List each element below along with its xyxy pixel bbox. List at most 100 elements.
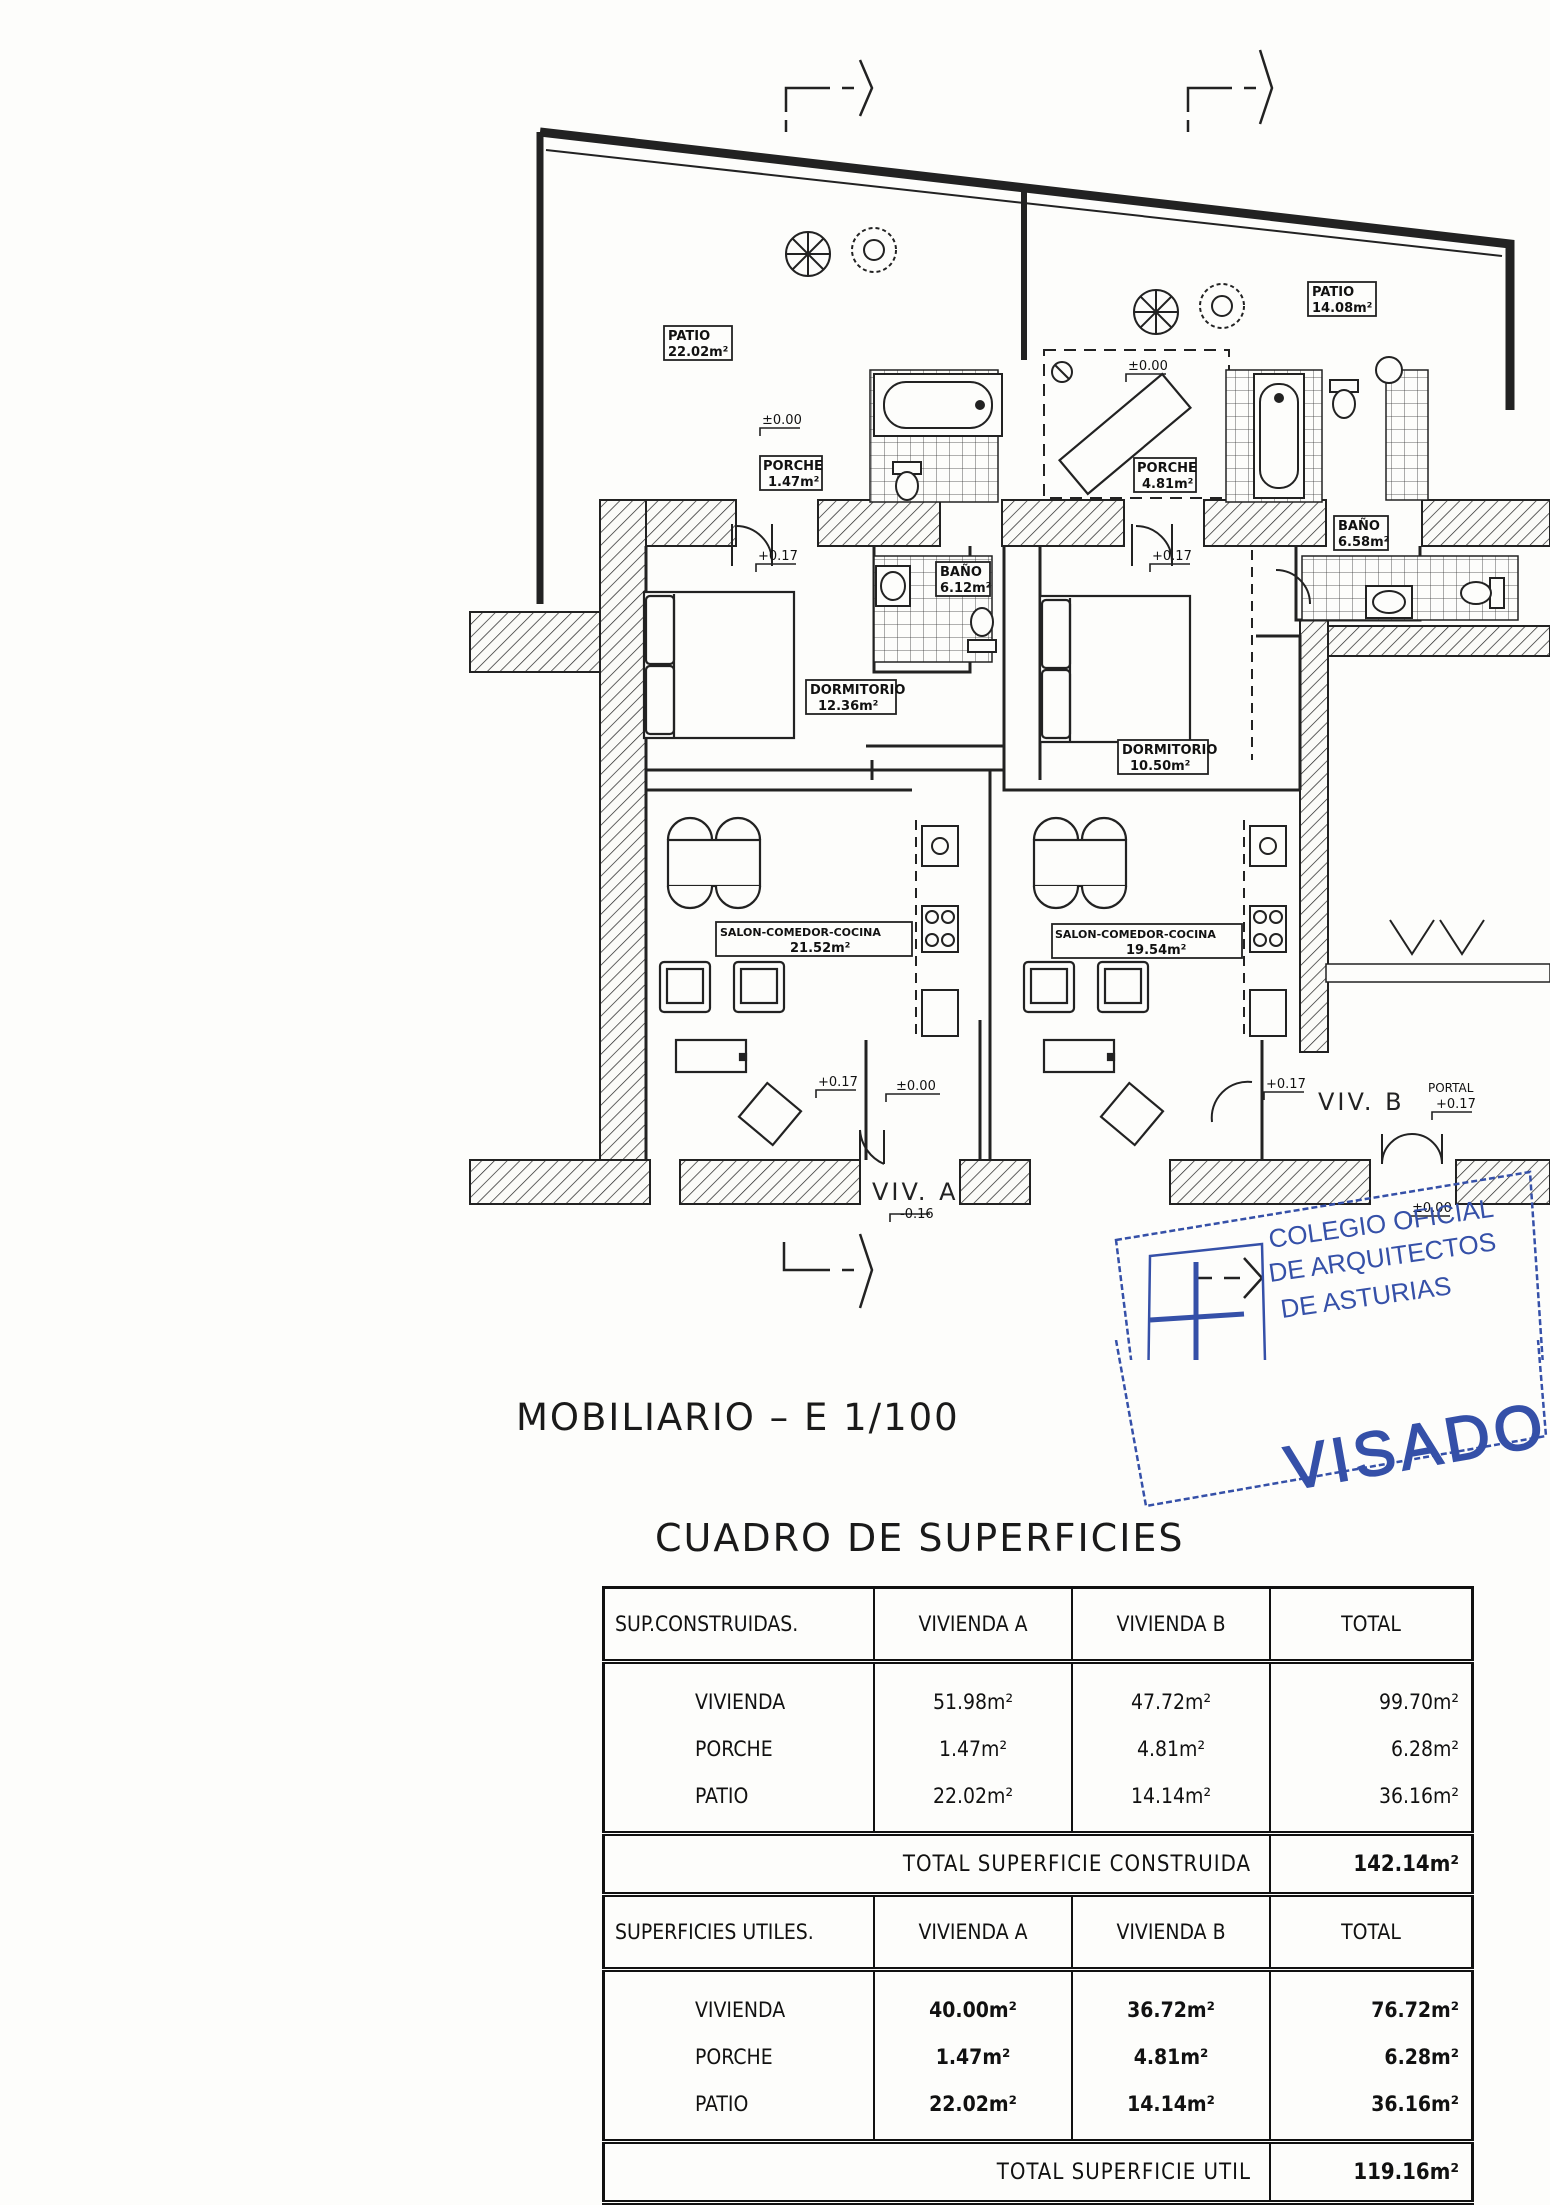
table-row: VIVIENDA 51.98m² 47.72m² 99.70m² — [602, 1661, 1474, 1725]
value-total: 99.70m² — [1269, 1661, 1474, 1725]
header-cell: TOTAL — [1269, 1893, 1474, 1972]
no-entry-icon — [1051, 361, 1073, 383]
svg-text:19.54m²: 19.54m² — [1126, 943, 1186, 958]
viv-b-label: VIV. B — [1318, 1088, 1405, 1116]
exterior-walls — [469, 499, 1550, 1205]
total-value: 142.14m² — [1269, 1833, 1474, 1897]
table-row: PATIO 22.02m² 14.14m² 36.16m² — [602, 1772, 1474, 1836]
svg-text:SALON-COMEDOR-COCINA: SALON-COMEDOR-COCINA — [720, 926, 881, 939]
svg-text:12.36m²: 12.36m² — [818, 699, 878, 714]
table-row: PATIO 22.02m² 14.14m² 36.16m² — [602, 2080, 1474, 2144]
kitchen-appliances — [921, 825, 1287, 1037]
room-label-salon-b: SALON-COMEDOR-COCINA 19.54m² — [1051, 923, 1243, 959]
header-cell: VIVIENDA A — [873, 1586, 1073, 1664]
row-name: PATIO — [602, 2080, 875, 2144]
bed-a — [642, 590, 796, 740]
total-row-construida: TOTAL SUPERFICIE CONSTRUIDA 142.14m² — [602, 1833, 1474, 1897]
value-b: 4.81m² — [1071, 2033, 1271, 2080]
svg-text:SALON-COMEDOR-COCINA: SALON-COMEDOR-COCINA — [1055, 928, 1216, 941]
table-row: PORCHE 1.47m² 4.81m² 6.28m² — [602, 1725, 1474, 1772]
svg-text:+0.17: +0.17 — [818, 1075, 858, 1090]
value-a: 22.02m² — [873, 2080, 1073, 2144]
value-a: 51.98m² — [873, 1661, 1073, 1725]
level-marks: ±0.00 ±0.00 +0.17 +0.17 +0.17 ±0.00 -0.1… — [755, 359, 1476, 1224]
section-marker-bottom — [782, 1233, 874, 1309]
svg-text:-0.16: -0.16 — [900, 1207, 934, 1222]
svg-text:VISADO: VISADO — [1280, 1390, 1550, 1504]
total-value: 119.16m² — [1269, 2141, 1474, 2205]
section-marker-stamp — [1196, 1257, 1264, 1299]
value-total: 6.28m² — [1269, 2033, 1474, 2080]
svg-text:4.81m²: 4.81m² — [1142, 477, 1193, 492]
table-header-utiles: SUPERFICIES UTILES. VIVIENDA A VIVIENDA … — [602, 1893, 1474, 1972]
door-swings — [731, 524, 1485, 1165]
value-total: 76.72m² — [1269, 1969, 1474, 2033]
header-cell: SUPERFICIES UTILES. — [602, 1893, 875, 1972]
header-cell: TOTAL — [1269, 1586, 1474, 1664]
toilet-icon — [892, 379, 1505, 653]
svg-text:PATIO: PATIO — [668, 329, 710, 344]
value-a: 1.47m² — [873, 2033, 1073, 2080]
svg-text:±0.00: ±0.00 — [762, 413, 802, 428]
portal-label: PORTAL — [1428, 1081, 1474, 1095]
value-b: 36.72m² — [1071, 1969, 1271, 2033]
svg-text:DORMITORIO: DORMITORIO — [1122, 743, 1217, 758]
svg-text:DORMITORIO: DORMITORIO — [810, 683, 905, 698]
svg-text:+0.17: +0.17 — [758, 549, 798, 564]
value-b: 47.72m² — [1071, 1661, 1271, 1725]
svg-text:22.02m²: 22.02m² — [668, 345, 728, 360]
viv-a-label: VIV. A — [872, 1178, 959, 1206]
svg-text:14.08m²: 14.08m² — [1312, 301, 1372, 316]
svg-text:PORCHE: PORCHE — [763, 459, 823, 474]
sun-lounger-icon — [1057, 372, 1193, 496]
svg-text:±0.00: ±0.00 — [1412, 1201, 1452, 1216]
svg-text:±0.00: ±0.00 — [1128, 359, 1168, 374]
svg-text:10.50m²: 10.50m² — [1130, 759, 1190, 774]
total-row-util: TOTAL SUPERFICIE UTIL 119.16m² — [602, 2141, 1474, 2205]
svg-text:6.12m²: 6.12m² — [940, 581, 991, 596]
table-header-construidas: SUP.CONSTRUIDAS. VIVIENDA A VIVIENDA B T… — [602, 1586, 1474, 1664]
svg-text:+0.17: +0.17 — [1436, 1097, 1476, 1112]
value-b: 4.81m² — [1071, 1725, 1271, 1772]
plant-icon — [785, 227, 1245, 335]
svg-text:BAÑO: BAÑO — [1338, 518, 1380, 534]
svg-text:BAÑO: BAÑO — [940, 564, 982, 580]
sofa-set-a — [658, 960, 803, 1147]
dining-table-a — [666, 816, 762, 910]
value-a: 1.47m² — [873, 1725, 1073, 1772]
kitchen-dash-lines — [915, 550, 1253, 1040]
value-total: 36.16m² — [1269, 2080, 1474, 2144]
value-b: 14.14m² — [1071, 1772, 1271, 1836]
row-name: PORCHE — [602, 2033, 875, 2080]
sink-icon — [875, 356, 1413, 619]
sofa-set-b — [1022, 960, 1165, 1147]
value-total: 6.28m² — [1269, 1725, 1474, 1772]
table-row: VIVIENDA 40.00m² 36.72m² 76.72m² — [602, 1969, 1474, 2033]
svg-text:±0.00: ±0.00 — [896, 1079, 936, 1094]
svg-text:PATIO: PATIO — [1312, 285, 1354, 300]
svg-text:+0.17: +0.17 — [1152, 549, 1192, 564]
visado-text: VISADO — [1114, 1340, 1550, 1508]
table-title: CUADRO DE SUPERFICIES — [655, 1516, 1185, 1560]
svg-text:6.58m²: 6.58m² — [1338, 535, 1389, 550]
section-marker-top-right — [1186, 49, 1274, 132]
surface-table: SUP.CONSTRUIDAS. VIVIENDA A VIVIENDA B T… — [602, 1586, 1474, 2205]
header-cell: SUP.CONSTRUIDAS. — [602, 1586, 875, 1664]
svg-text:+0.17: +0.17 — [1266, 1077, 1306, 1092]
section-marker-top-left — [784, 59, 874, 132]
total-label: TOTAL SUPERFICIE CONSTRUIDA — [602, 1833, 1271, 1897]
header-cell: VIVIENDA B — [1071, 1586, 1271, 1664]
row-name: VIVIENDA — [602, 1969, 875, 2033]
table-row: PORCHE 1.47m² 4.81m² 6.28m² — [602, 2033, 1474, 2080]
header-cell: VIVIENDA B — [1071, 1893, 1271, 1972]
